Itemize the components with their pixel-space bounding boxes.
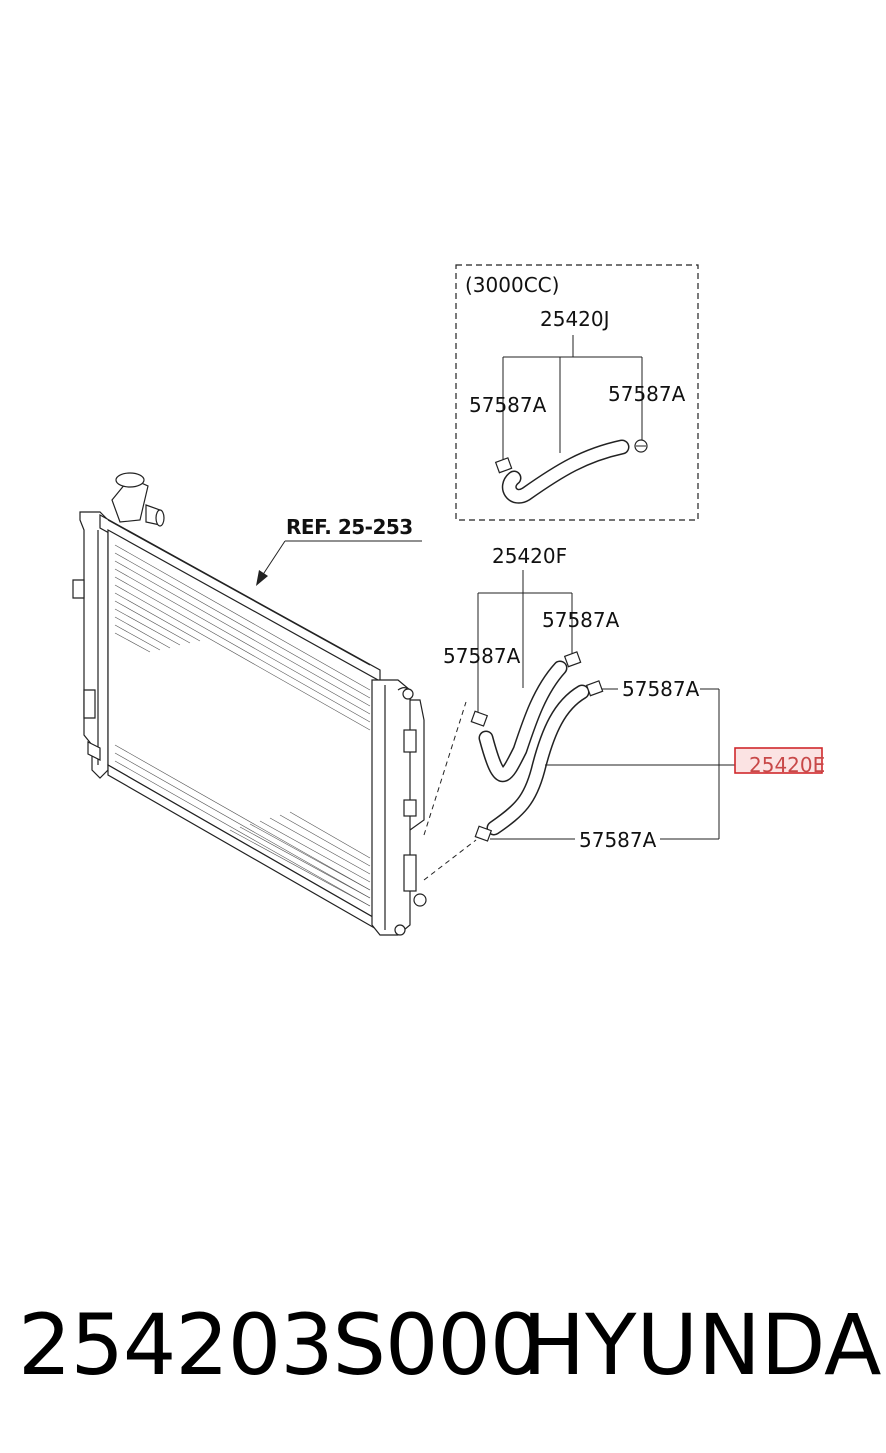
callout-25420e[interactable]: 25420E [749, 753, 825, 777]
callout-57587a-f-right[interactable]: 57587A [542, 608, 620, 632]
ref-callout: REF. 25-253 [256, 515, 422, 586]
radiator-assembly [72, 472, 427, 936]
hose-f-group: 25420F 57587A 57587A [443, 544, 620, 783]
clamp-e-lower [474, 825, 493, 842]
clamp-3000-left [494, 457, 513, 474]
callout-57587a-e-lower[interactable]: 57587A [579, 828, 657, 852]
radiator-fins [114, 544, 371, 907]
callout-57587a-f-left[interactable]: 57587A [443, 644, 521, 668]
callout-25420f[interactable]: 25420F [492, 544, 567, 568]
hose-25420f [478, 660, 568, 783]
ref-label[interactable]: REF. 25-253 [286, 515, 413, 539]
brand-name: HYUNDAI [522, 1296, 886, 1394]
hose-e-group: 57587A 57587A 25420E [474, 677, 825, 852]
leader-lines-25420f [477, 570, 573, 715]
callout-57587a-e-upper[interactable]: 57587A [622, 677, 700, 701]
hose-25420j [501, 439, 630, 504]
leader-lines-25420e [490, 688, 735, 840]
leader-lines-25420j [502, 335, 643, 460]
clamp-e-upper [585, 680, 604, 697]
part-number: 254203S000 [18, 1296, 543, 1394]
callout-57587a-3000-right[interactable]: 57587A [608, 382, 686, 406]
callout-57587a-3000-left[interactable]: 57587A [469, 393, 547, 417]
variant-dashed-box [455, 264, 699, 521]
variant-3000cc-group: (3000CC) 25420J 57587A 57587A [455, 264, 699, 521]
connection-dash-lines [423, 701, 477, 881]
callout-25420j[interactable]: 25420J [540, 307, 610, 331]
variant-label: (3000CC) [465, 273, 559, 297]
clamp-f-left [470, 710, 489, 727]
highlight-box [734, 747, 823, 774]
clamp-f-right [563, 651, 582, 668]
clamp-3000-right [634, 439, 648, 453]
hose-25420e [486, 684, 590, 836]
